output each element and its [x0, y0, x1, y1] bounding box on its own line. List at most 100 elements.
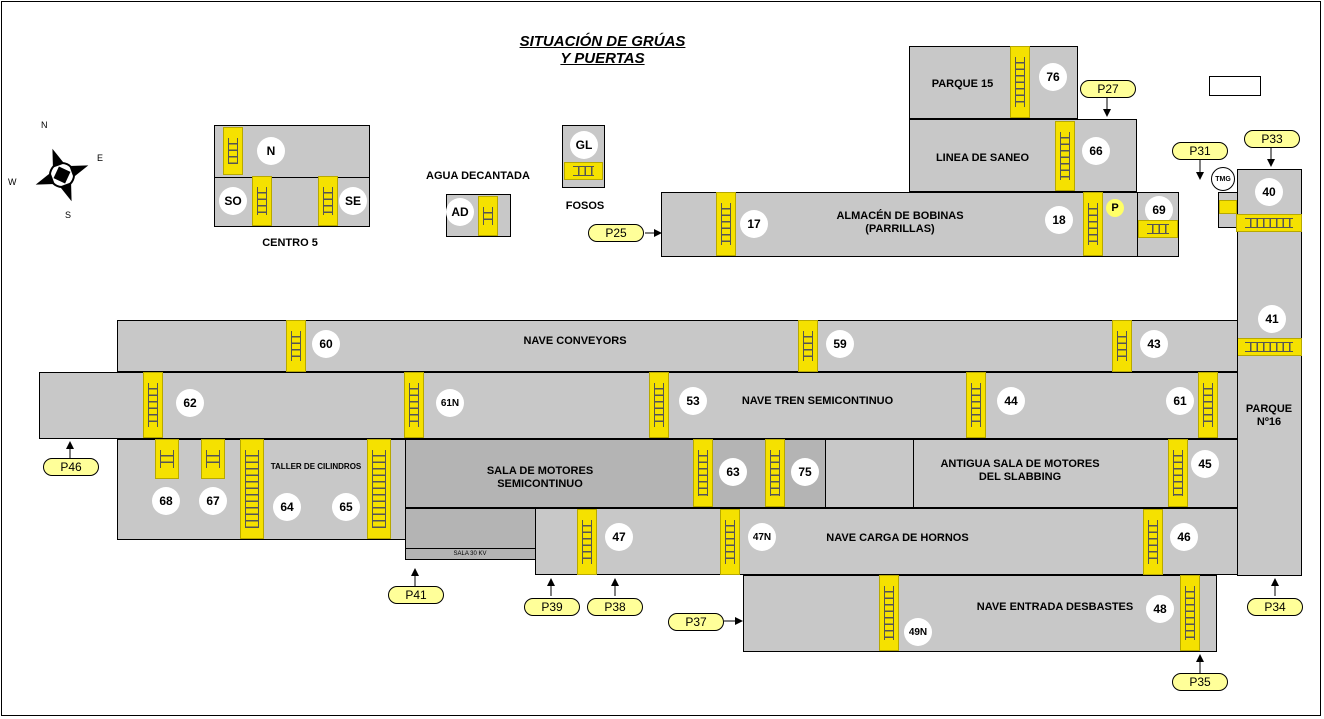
crane-17[interactable] [716, 192, 736, 256]
crane-46[interactable] [1143, 509, 1163, 575]
crane-60-label: 60 [312, 330, 340, 358]
crane-SE-label: SE [339, 187, 367, 215]
crane-49N-label: 49N [904, 618, 932, 646]
crane-GL[interactable] [564, 162, 603, 180]
crane-47-label: 47 [605, 523, 633, 551]
crane-65[interactable] [367, 439, 391, 539]
crane-62-label: 62 [176, 389, 204, 417]
label-nave-tren: NAVE TREN SEMICONTINUO [741, 395, 894, 407]
building-sala-motores [405, 439, 826, 508]
door-P39[interactable]: P39 [524, 598, 580, 616]
compass-s: S [65, 210, 72, 220]
crane-tmg-small[interactable] [1219, 200, 1237, 214]
compass-w: W [8, 177, 17, 187]
crane-63[interactable] [693, 439, 713, 507]
building-parque16 [1237, 169, 1302, 576]
crane-N-label: N [257, 137, 285, 165]
label-antigua-sala: ANTIGUA SALA DE MOTORES DEL SLABBING [940, 458, 1100, 483]
label-agua-decantada: AGUA DECANTADA [426, 170, 530, 182]
label-sala-motores: SALA DE MOTORES SEMICONTINUO [486, 465, 594, 490]
compass-e: E [97, 153, 104, 163]
crane-76[interactable] [1010, 46, 1030, 118]
crane-18[interactable] [1083, 192, 1103, 256]
crane-SE[interactable] [318, 176, 338, 226]
crane-61-label: 61 [1166, 387, 1194, 415]
crane-44[interactable] [966, 372, 986, 438]
crane-47N-label: 47N [748, 523, 776, 551]
crane-47[interactable] [577, 509, 597, 575]
tmg-marker: TMG [1211, 167, 1235, 191]
label-centro5: CENTRO 5 [262, 237, 318, 249]
crane-17-label: 17 [740, 210, 768, 238]
crane-61N[interactable] [404, 372, 424, 438]
crane-67-label: 67 [199, 487, 227, 515]
map-title: SITUACIÓN DE GRÚAS Y PUERTAS [519, 33, 686, 67]
crane-45[interactable] [1168, 439, 1188, 507]
crane-59[interactable] [798, 320, 818, 372]
crane-62[interactable] [143, 372, 163, 438]
door-P31[interactable]: P31 [1172, 142, 1228, 160]
crane-47N[interactable] [720, 509, 740, 575]
crane-40-label: 40 [1255, 178, 1283, 206]
sala30kv-strip [405, 548, 536, 549]
crane-66[interactable] [1055, 121, 1075, 191]
crane-GL-label: GL [570, 131, 598, 159]
door-P33[interactable]: P33 [1244, 130, 1300, 148]
crane-61[interactable] [1198, 372, 1218, 438]
crane-60[interactable] [286, 320, 306, 372]
crane-67[interactable] [201, 439, 225, 479]
door-P38[interactable]: P38 [587, 598, 643, 616]
crane-48[interactable] [1180, 575, 1200, 651]
crane-48-label: 48 [1146, 595, 1174, 623]
crane-75[interactable] [765, 439, 785, 507]
door-P27[interactable]: P27 [1080, 80, 1136, 98]
crane-63-label: 63 [719, 458, 747, 486]
crane-69[interactable] [1138, 220, 1178, 238]
crane-46-label: 46 [1170, 523, 1198, 551]
crane-SO-label: SO [219, 187, 247, 215]
building-nave-carga [535, 508, 1238, 575]
building-sala30kv [405, 508, 536, 560]
crane-40[interactable] [1236, 214, 1302, 232]
compass-rose [35, 148, 89, 202]
crane-49N[interactable] [879, 575, 899, 651]
crane-68[interactable] [155, 439, 179, 479]
crane-18-label: 18 [1045, 206, 1073, 234]
crane-64[interactable] [240, 439, 264, 539]
door-P41[interactable]: P41 [388, 586, 444, 604]
label-nave-entrada: NAVE ENTRADA DESBASTES [976, 601, 1134, 613]
crane-43-label: 43 [1140, 330, 1168, 358]
crane-53[interactable] [649, 372, 669, 438]
door-P25[interactable]: P25 [588, 224, 644, 242]
door-P35[interactable]: P35 [1172, 673, 1228, 691]
door-P34[interactable]: P34 [1247, 598, 1303, 616]
crane-45-label: 45 [1191, 450, 1219, 478]
compass-n: N [41, 120, 48, 130]
label-linea-saneo: LINEA DE SANEO [935, 152, 1030, 164]
crane-66-label: 66 [1082, 137, 1110, 165]
building-nave-entrada [743, 575, 1217, 652]
crane-AD[interactable] [478, 196, 498, 236]
crane-61N-label: 61N [436, 389, 464, 417]
label-almacen-bobinas: ALMACÉN DE BOBINAS (PARRILLAS) [836, 210, 964, 235]
crane-53-label: 53 [679, 387, 707, 415]
crane-N[interactable] [223, 127, 243, 175]
p-marker: P [1106, 199, 1124, 217]
label-parque15: PARQUE 15 [931, 78, 994, 90]
crane-59-label: 59 [826, 330, 854, 358]
label-fosos: FOSOS [565, 200, 605, 212]
label-taller-cilindros: TALLER DE CILINDROS [270, 462, 362, 471]
crane-43[interactable] [1112, 320, 1132, 372]
crane-68-label: 68 [152, 487, 180, 515]
label-parque16: PARQUE Nº16 [1245, 403, 1293, 428]
crane-44-label: 44 [997, 387, 1025, 415]
door-P46[interactable]: P46 [43, 458, 99, 476]
crane-65-label: 65 [332, 493, 360, 521]
crane-AD-label: AD [446, 198, 474, 226]
label-sala30kv: SALA 30 KV [453, 551, 487, 557]
crane-SO[interactable] [252, 176, 272, 226]
crane-41[interactable] [1236, 338, 1302, 356]
legend-box [1209, 76, 1261, 96]
door-P37[interactable]: P37 [668, 613, 724, 631]
